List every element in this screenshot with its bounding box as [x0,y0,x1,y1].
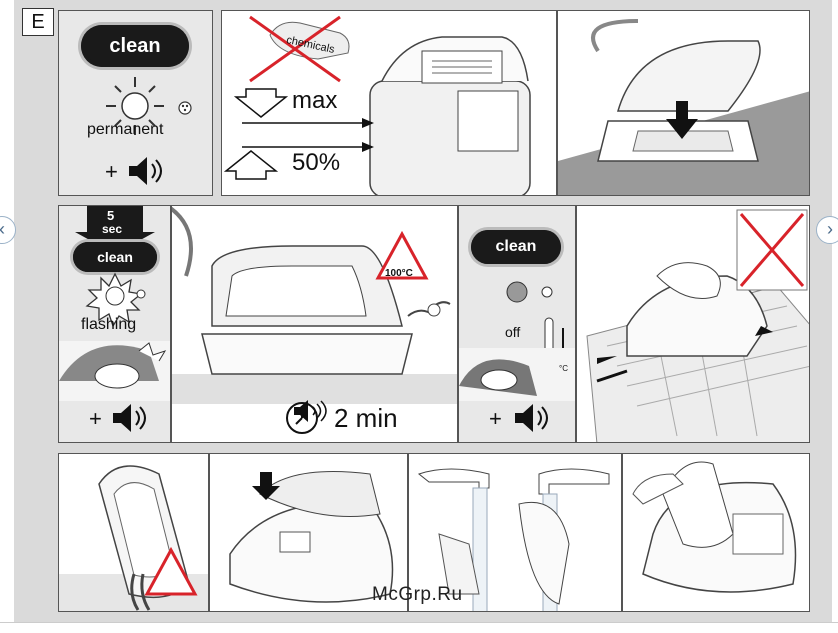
tray-rinse-illustration [417,468,610,611]
timer-value: 5 [107,208,115,223]
panel-iron-on-tray [557,10,810,196]
panel-clean-flashing: 5 sec clean flashing + [58,205,171,443]
watermark: McGrp.Ru [372,584,463,605]
warning-temperature: 100°C [385,268,413,279]
light-status-label: permanent [87,121,164,138]
light-flashing-icon [59,272,170,401]
panel-remove-iron [576,205,810,443]
clean-button-illustration: clean [73,242,157,272]
panel-tray-open [209,453,408,612]
light-off-icon [459,281,575,401]
max-label: max [292,87,338,114]
tray-tilt-illustration [59,465,208,611]
clean-button-illustration: clean [471,230,561,264]
clean-button-illustration: clean [81,25,189,67]
panel-clean-permanent: clean permanent + [58,10,213,196]
sound-icon [113,404,146,432]
iron-lift-illustration [586,209,809,442]
sound-icon [515,404,548,432]
light-on-icon [106,77,192,135]
plus-sign: + [105,159,118,184]
panel-tank-fill: chemicals max 50% [221,10,557,196]
timer-unit: sec [102,222,123,236]
plus-sign: + [89,406,102,431]
page-footer-divider [0,622,838,633]
section-label: E [22,8,54,36]
iron-steaming-illustration [172,206,457,434]
panel-tray-reassemble [622,453,810,612]
panel-tray-rinse [408,453,622,612]
tray-reassemble-illustration [632,461,797,593]
next-page-button[interactable]: › [816,216,838,244]
tray-open-illustration [229,471,394,603]
panel-tray-tilt [58,453,209,612]
panel-steam-wait: 100°C 2 min [171,205,458,443]
off-label: off [505,324,521,340]
water-tank-illustration [223,15,531,195]
panel-cool-down: clean off °C + [458,205,576,443]
light-status-label: flashing [81,316,137,333]
plus-sign: + [489,406,502,431]
fill-50-label: 50% [292,149,341,176]
iron-tray-illustration [558,19,809,195]
thermometer-unit: °C [559,364,568,373]
sound-icon [129,157,162,185]
steam-duration: 2 min [334,403,398,433]
